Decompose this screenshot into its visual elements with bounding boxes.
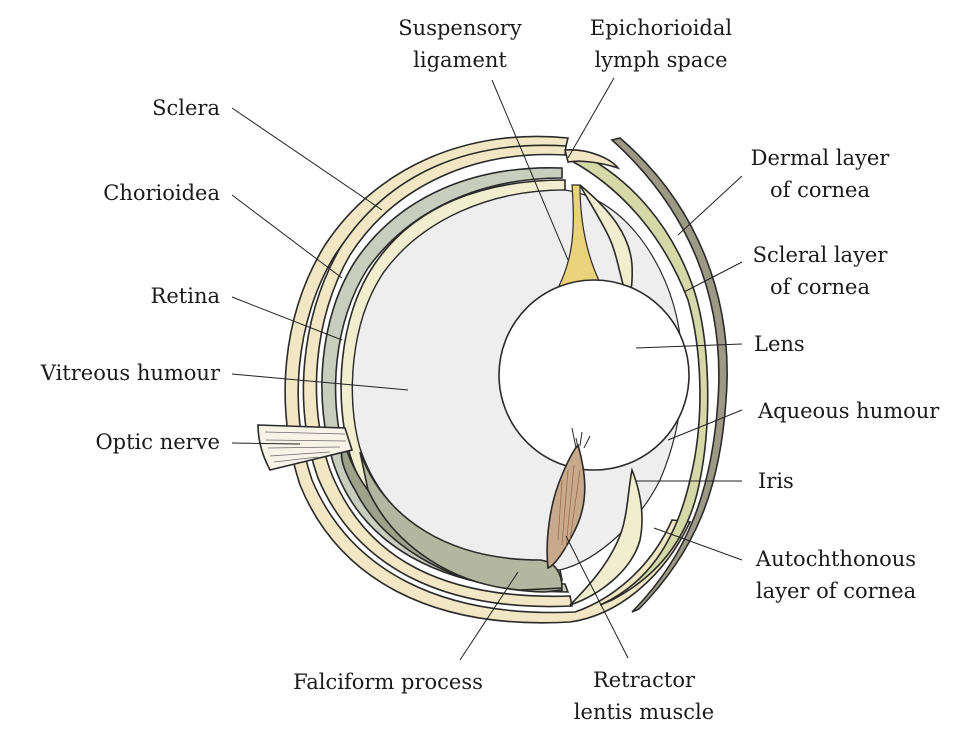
iris-shape [569,467,643,606]
epichorioidal-lymph-space-shape [563,149,621,170]
label-suspensory-ligament-1: Suspensory [398,16,522,40]
leader-chorioidea [231,194,343,279]
label-retina: Retina [151,284,220,308]
leader-retractor [565,535,629,659]
label-optic-nerve: Optic nerve [95,430,220,454]
autochthonous-cornea-region [568,151,709,606]
muscle-striations [557,464,581,549]
label-retractor-1: Retractor [593,668,696,692]
leader-falciform [459,571,519,661]
label-epichorioidal-1: Epichorioidal [590,16,732,40]
leader-epichorioidal [567,77,615,159]
chorioidea-layer [321,167,570,593]
lens-shape [498,279,690,471]
sclera-layer [302,144,573,608]
label-retractor-2: lentis muscle [574,700,714,724]
leader-lens [635,343,743,349]
optic-nerve-fibres [264,431,347,463]
leader-autochthonous [653,527,743,561]
label-dermal-2: of cornea [770,178,870,202]
leader-vitreous [231,373,409,391]
retractor-lentis-muscle-shape [546,443,586,570]
leader-lines [231,77,743,661]
falciform-process-lower [359,451,563,591]
label-vitreous-humour: Vitreous humour [40,361,221,385]
label-aqueous-humour: Aqueous humour [757,399,940,423]
label-suspensory-ligament-2: ligament [413,48,507,72]
leader-suspensory [491,79,569,261]
label-dermal-1: Dermal layer [751,146,891,170]
leader-dermal [677,175,743,236]
label-chorioidea: Chorioidea [103,181,220,205]
label-iris: Iris [758,469,794,493]
labels: Suspensory ligament Epichorioidal lymph … [40,16,941,724]
leader-sclera [231,107,383,211]
leader-retina [231,296,343,341]
leader-scleral-cornea [683,261,743,293]
label-sclera: Sclera [152,96,220,120]
dermal-layer-of-cornea [610,137,728,613]
leader-optic-nerve [231,442,301,445]
label-scleral-cornea-2: of cornea [770,275,870,299]
label-falciform-process: Falciform process [293,670,483,694]
label-autochthonous-1: Autochthonous [755,547,916,571]
label-lens: Lens [754,332,805,356]
leader-aqueous [667,409,743,441]
label-autochthonous-2: layer of cornea [756,579,916,603]
muscle-tuft [571,427,591,449]
label-scleral-cornea-1: Scleral layer [753,243,889,267]
label-epichorioidal-2: lymph space [594,48,727,72]
